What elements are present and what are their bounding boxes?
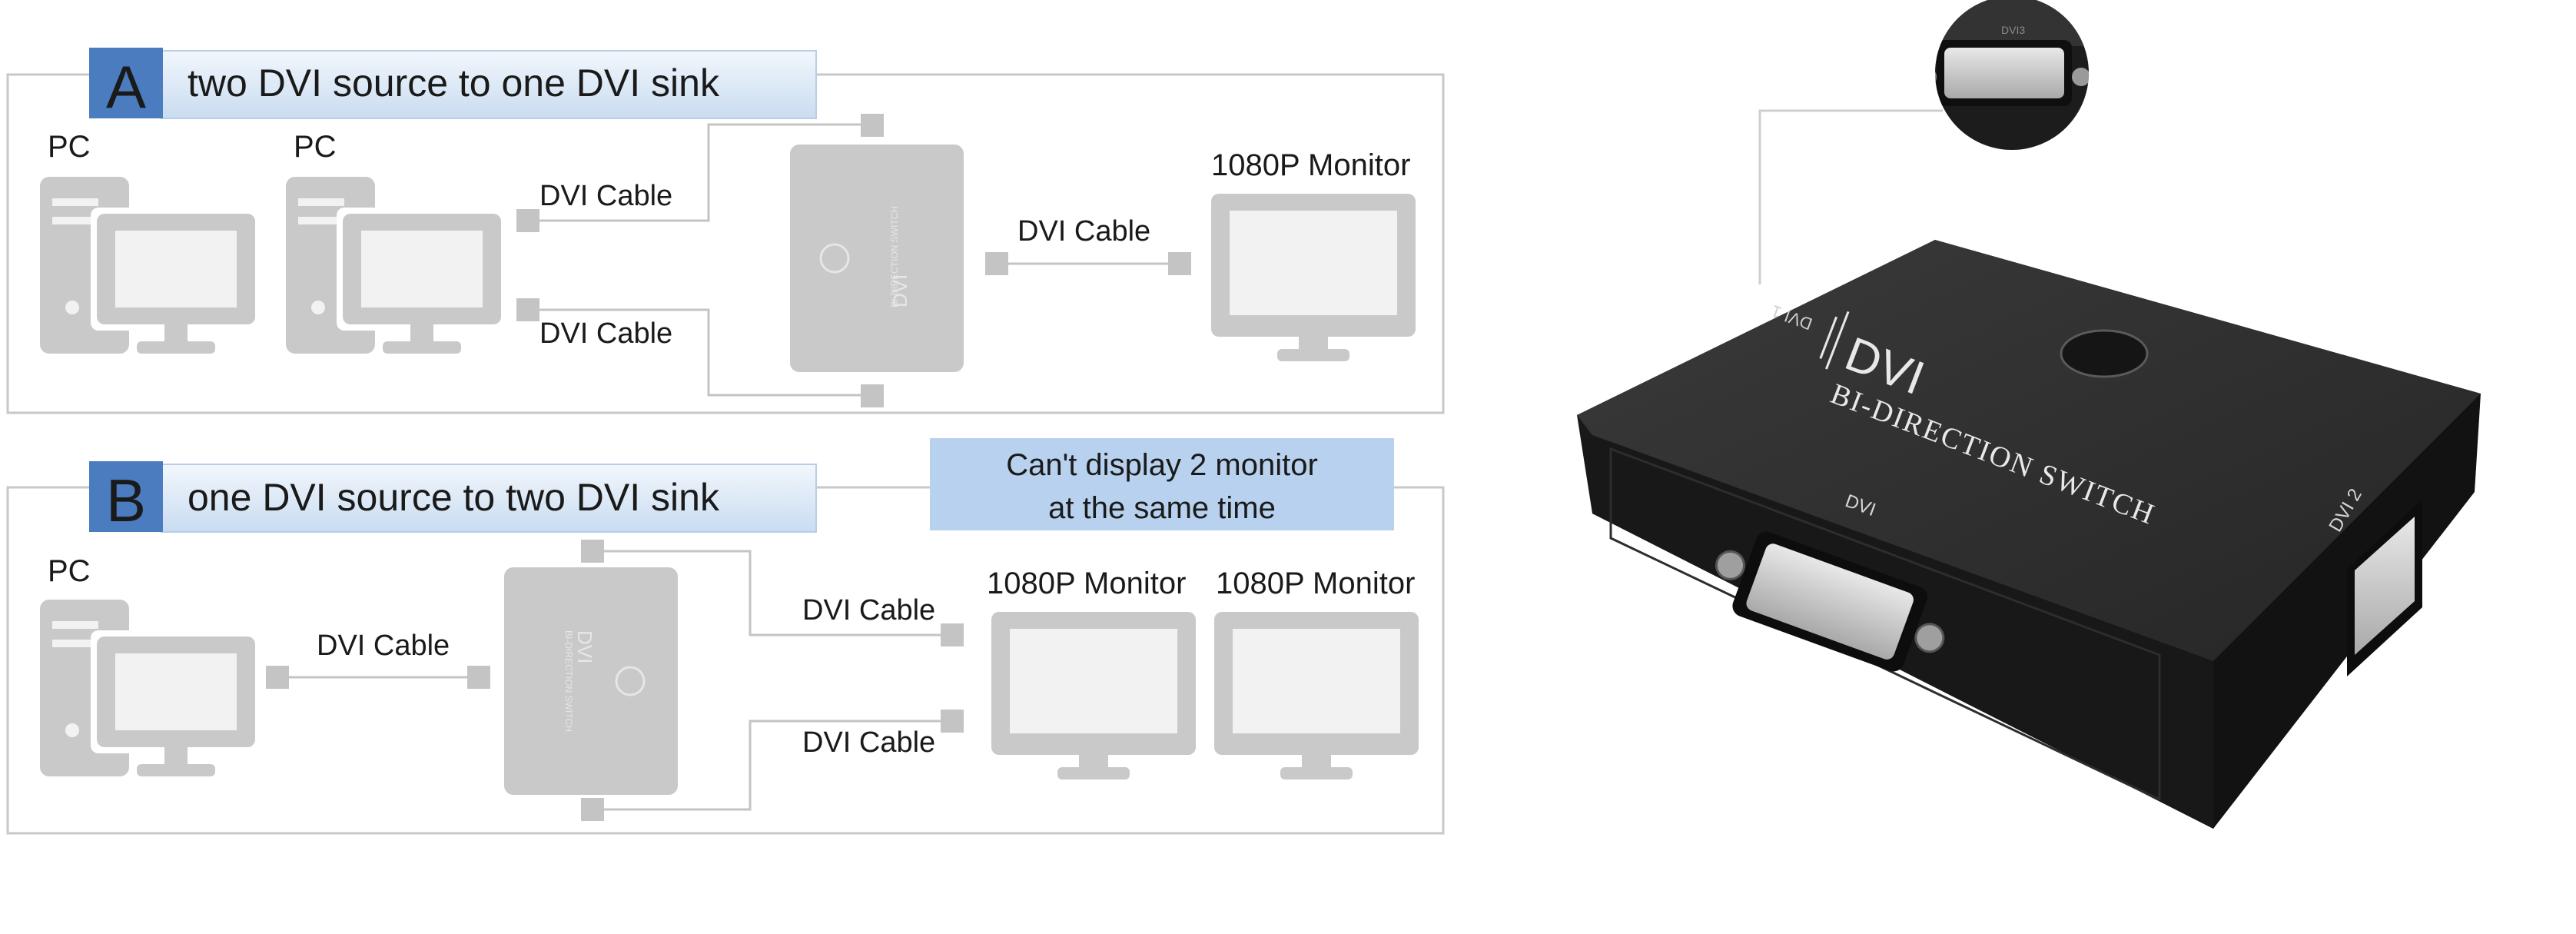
cable-label-a-top: DVI Cable bbox=[539, 180, 672, 212]
dvi-port bbox=[516, 209, 539, 232]
pc-label-b: PC bbox=[48, 554, 91, 588]
section-a: A two DVI source to one DVI sink PC bbox=[6, 48, 1445, 414]
pc-icon bbox=[40, 600, 261, 776]
monitor-icon bbox=[1211, 194, 1416, 361]
port-inset: DVI3 bbox=[1935, 0, 2089, 150]
cable-line bbox=[539, 308, 871, 397]
section-b-letter: B bbox=[106, 467, 146, 534]
switch-body-top bbox=[1577, 240, 2481, 661]
section-b-title-bar bbox=[161, 464, 817, 533]
dvi-port bbox=[941, 710, 964, 733]
dvi-port bbox=[516, 298, 539, 321]
note-line-1: Can't display 2 monitor bbox=[1006, 448, 1318, 482]
switch-device-icon: DVI BI-DIRECTION SWITCH bbox=[790, 145, 964, 372]
dvi-port bbox=[266, 666, 289, 689]
switch-brand-a: DVI bbox=[888, 274, 911, 307]
cable-label-b-in: DVI Cable bbox=[317, 630, 450, 662]
select-button bbox=[2060, 329, 2149, 378]
note-box bbox=[930, 438, 1394, 530]
dvi-port bbox=[467, 666, 490, 689]
switch-brand-b: DVI bbox=[573, 630, 596, 663]
dvi-port bbox=[1168, 252, 1191, 275]
front-dvi-port bbox=[1715, 531, 1945, 672]
dvi-port bbox=[581, 540, 604, 563]
note-line-2: at the same time bbox=[1048, 491, 1276, 525]
dvi-port bbox=[941, 623, 964, 646]
section-a-letter: A bbox=[106, 53, 146, 121]
monitor-icon bbox=[1214, 612, 1419, 779]
cable-line bbox=[604, 720, 951, 811]
section-b: B one DVI source to two DVI sink Can't d… bbox=[6, 438, 1445, 835]
switch-device-icon: DVI BI-DIRECTION SWITCH bbox=[504, 567, 678, 795]
inset-port-label: DVI3 bbox=[2001, 24, 2025, 36]
cable-line bbox=[539, 123, 871, 222]
dvi-connector-icon bbox=[2355, 517, 2415, 655]
dvi-port bbox=[985, 252, 1008, 275]
switch-sub-b: BI-DIRECTION SWITCH bbox=[563, 630, 574, 732]
cable-label-a-out: DVI Cable bbox=[1017, 215, 1150, 248]
monitor-icon bbox=[991, 612, 1196, 779]
product-photo: DVI3 DVI BI-DIRECTION SWITCH DVI 1 DVI bbox=[1577, 0, 2481, 829]
section-b-title: one DVI source to two DVI sink bbox=[188, 476, 720, 519]
section-a-title: two DVI source to one DVI sink bbox=[188, 61, 720, 105]
monitor-label-b2: 1080P Monitor bbox=[1216, 567, 1415, 600]
pc-icon bbox=[286, 177, 507, 354]
switch-sub-a: BI-DIRECTION SWITCH bbox=[889, 206, 900, 307]
monitor-label-a: 1080P Monitor bbox=[1211, 148, 1410, 182]
pc-icon bbox=[40, 177, 261, 354]
cable-label-a-bottom: DVI Cable bbox=[539, 317, 672, 350]
pc-label-a2: PC bbox=[294, 130, 337, 164]
leader-line bbox=[1758, 109, 1943, 284]
right-dvi-port bbox=[2347, 500, 2422, 676]
section-a-letter-box bbox=[89, 48, 163, 118]
dvi-port bbox=[581, 798, 604, 821]
monitor-label-b1: 1080P Monitor bbox=[987, 567, 1186, 600]
section-a-title-bar bbox=[161, 50, 817, 119]
section-b-letter-box bbox=[89, 461, 163, 532]
dvi-connector-icon bbox=[1944, 48, 2064, 98]
dvi-port bbox=[861, 384, 884, 407]
cable-label-b-top: DVI Cable bbox=[802, 594, 935, 627]
pc-label-a1: PC bbox=[48, 130, 91, 164]
dvi-port bbox=[861, 114, 884, 137]
cable-label-b-bottom: DVI Cable bbox=[802, 726, 935, 759]
dvi-connector-icon bbox=[1746, 543, 1914, 660]
cable-line bbox=[604, 550, 951, 637]
